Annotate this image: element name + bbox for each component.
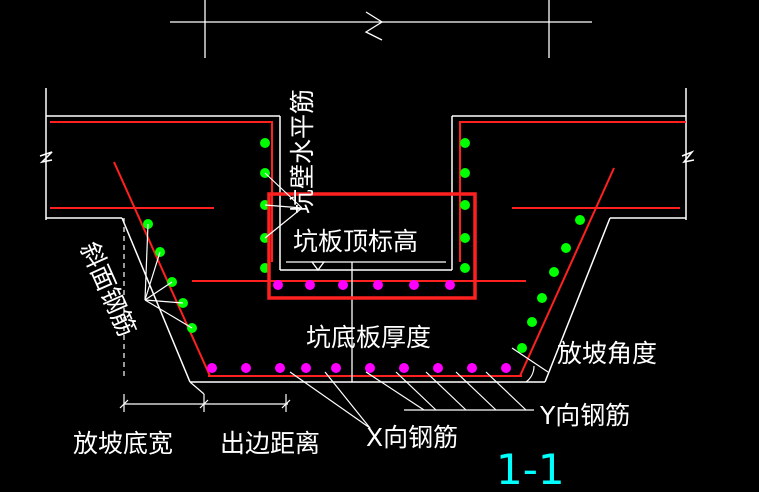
label-slope-face-bar: 斜面钢筋: [75, 238, 142, 341]
concrete-outline: [39, 88, 695, 383]
highlight-box: [267, 192, 477, 300]
slope-angle-arc: [525, 365, 535, 383]
label-slope-bottom-width: 放坡底宽: [73, 429, 173, 458]
label-x-direction-bar: X向钢筋: [366, 423, 458, 452]
slab-top-elevation-mark: [286, 261, 446, 382]
label-pit-wall-horizontal-bar: 坑壁水平筋: [288, 89, 317, 214]
label-pit-slab-top-elevation: 坑板顶标高: [293, 227, 418, 256]
leader-lines: [144, 172, 549, 429]
label-pit-bottom-slab-thickness: 坑底板厚度: [306, 323, 431, 352]
top-break-line: [170, 0, 592, 58]
label-y-direction-bar: Y向钢筋: [539, 401, 630, 430]
magenta-rebar-dots: [207, 280, 511, 373]
dimension-lines: [119, 218, 291, 412]
rebar-lines: [50, 121, 686, 377]
label-edge-distance: 出边距离: [220, 429, 320, 458]
section-mark: 1-1: [496, 445, 565, 492]
label-slope-angle: 放坡角度: [557, 339, 657, 368]
